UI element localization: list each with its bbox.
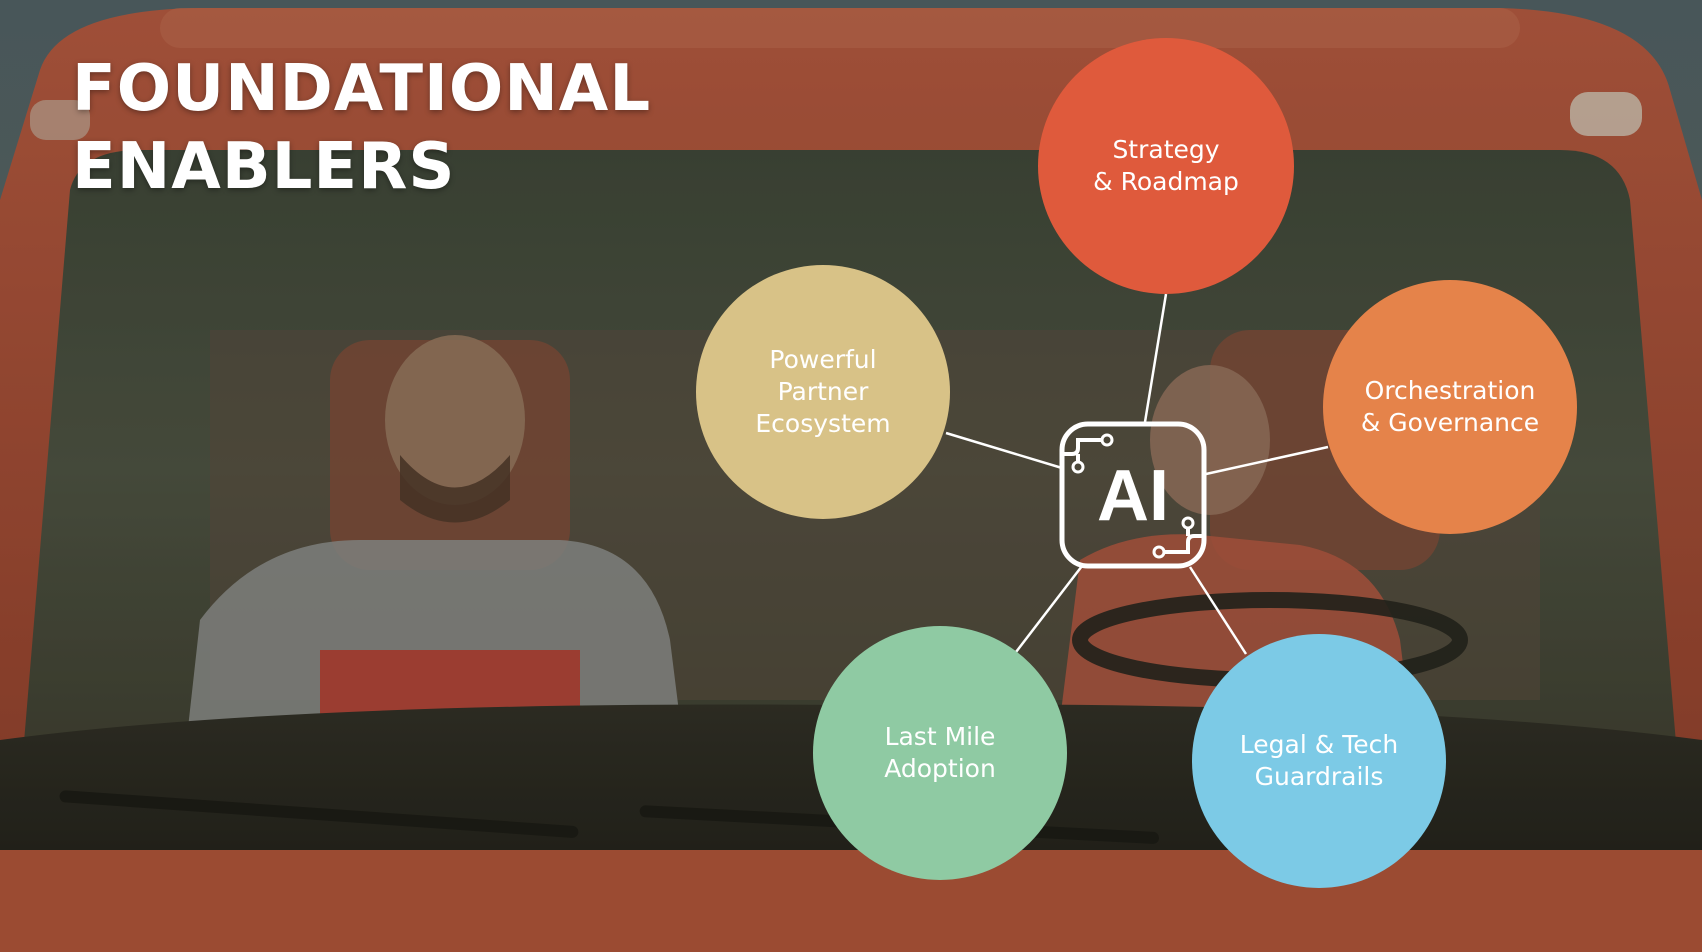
title-line-2: ENABLERS: [72, 130, 456, 204]
connector-strategy: [1143, 293, 1168, 423]
title-line-1: FOUNDATIONAL: [72, 52, 652, 126]
connector-legal: [1188, 566, 1248, 655]
enabler-line: & Roadmap: [1093, 167, 1239, 196]
enabler-line: & Governance: [1360, 408, 1540, 437]
connector-lastmile: [1015, 565, 1083, 653]
enabler-orchestration-governance: Orchestration & Governance: [1323, 280, 1577, 534]
hub-label: AI: [1097, 456, 1169, 536]
enabler-line: Strategy: [1112, 135, 1220, 164]
enabler-last-mile-adoption: Last Mile Adoption: [813, 626, 1067, 880]
connector-orchestration: [1205, 445, 1329, 476]
enabler-line: Guardrails: [1254, 762, 1384, 791]
ai-chip-icon: AI: [1059, 421, 1207, 569]
enabler-powerful-partner-ecosystem: Powerful Partner Ecosystem: [696, 265, 950, 519]
enabler-line: Legal & Tech: [1239, 730, 1399, 759]
enabler-line: Partner: [777, 377, 869, 406]
enabler-strategy-roadmap: Strategy & Roadmap: [1038, 38, 1294, 294]
connector-partner: [945, 431, 1063, 470]
enabler-line: Orchestration: [1364, 376, 1536, 405]
slide-title: FOUNDATIONAL ENABLERS: [72, 50, 651, 206]
enabler-line: Adoption: [884, 754, 996, 783]
enabler-line: Ecosystem: [755, 409, 891, 438]
enabler-line: Powerful: [769, 345, 877, 374]
enabler-legal-tech-guardrails: Legal & Tech Guardrails: [1192, 634, 1446, 888]
enabler-line: Last Mile: [884, 722, 996, 751]
